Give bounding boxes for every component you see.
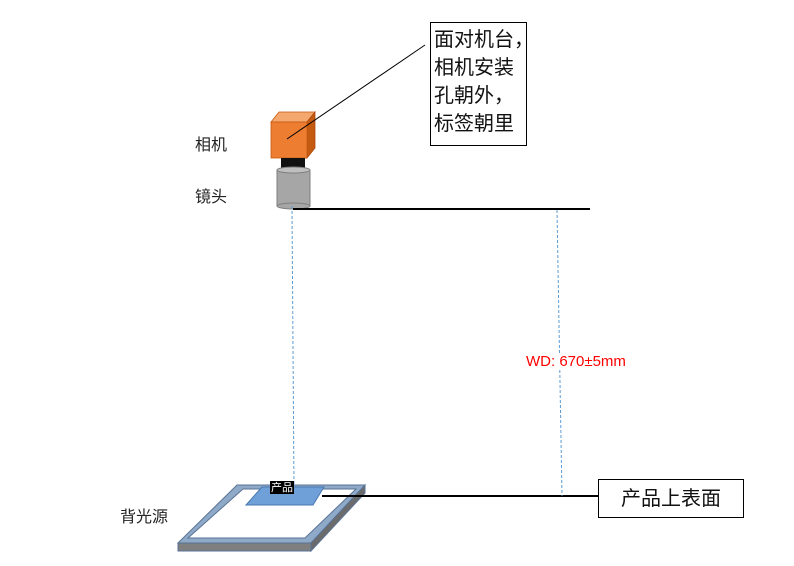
- camera-label: 相机: [195, 135, 228, 154]
- working-distance-label: WD: 670±5mm: [525, 353, 627, 370]
- product-plate: [244, 486, 325, 506]
- note-line: 孔朝外，: [434, 83, 514, 107]
- product-tag: 产品: [270, 481, 294, 494]
- mounting-note-box: 面对机台， 相机安装 孔朝外， 标签朝里: [430, 22, 534, 146]
- optical-axis-line: [291, 205, 295, 491]
- wd-dimension-line: [556, 209, 563, 497]
- note-line: 相机安装: [434, 55, 514, 79]
- camera-icon: [270, 110, 316, 170]
- lens-icon: [276, 166, 311, 210]
- backlight-label: 背光源: [120, 507, 169, 526]
- backlight: [176, 483, 367, 553]
- lens-label: 镜头: [195, 187, 228, 206]
- note-line: 面对机台，: [434, 27, 534, 51]
- note-leader-line: [286, 44, 426, 140]
- product-surface-label: 产品上表面: [598, 479, 744, 518]
- note-line: 标签朝里: [434, 111, 514, 135]
